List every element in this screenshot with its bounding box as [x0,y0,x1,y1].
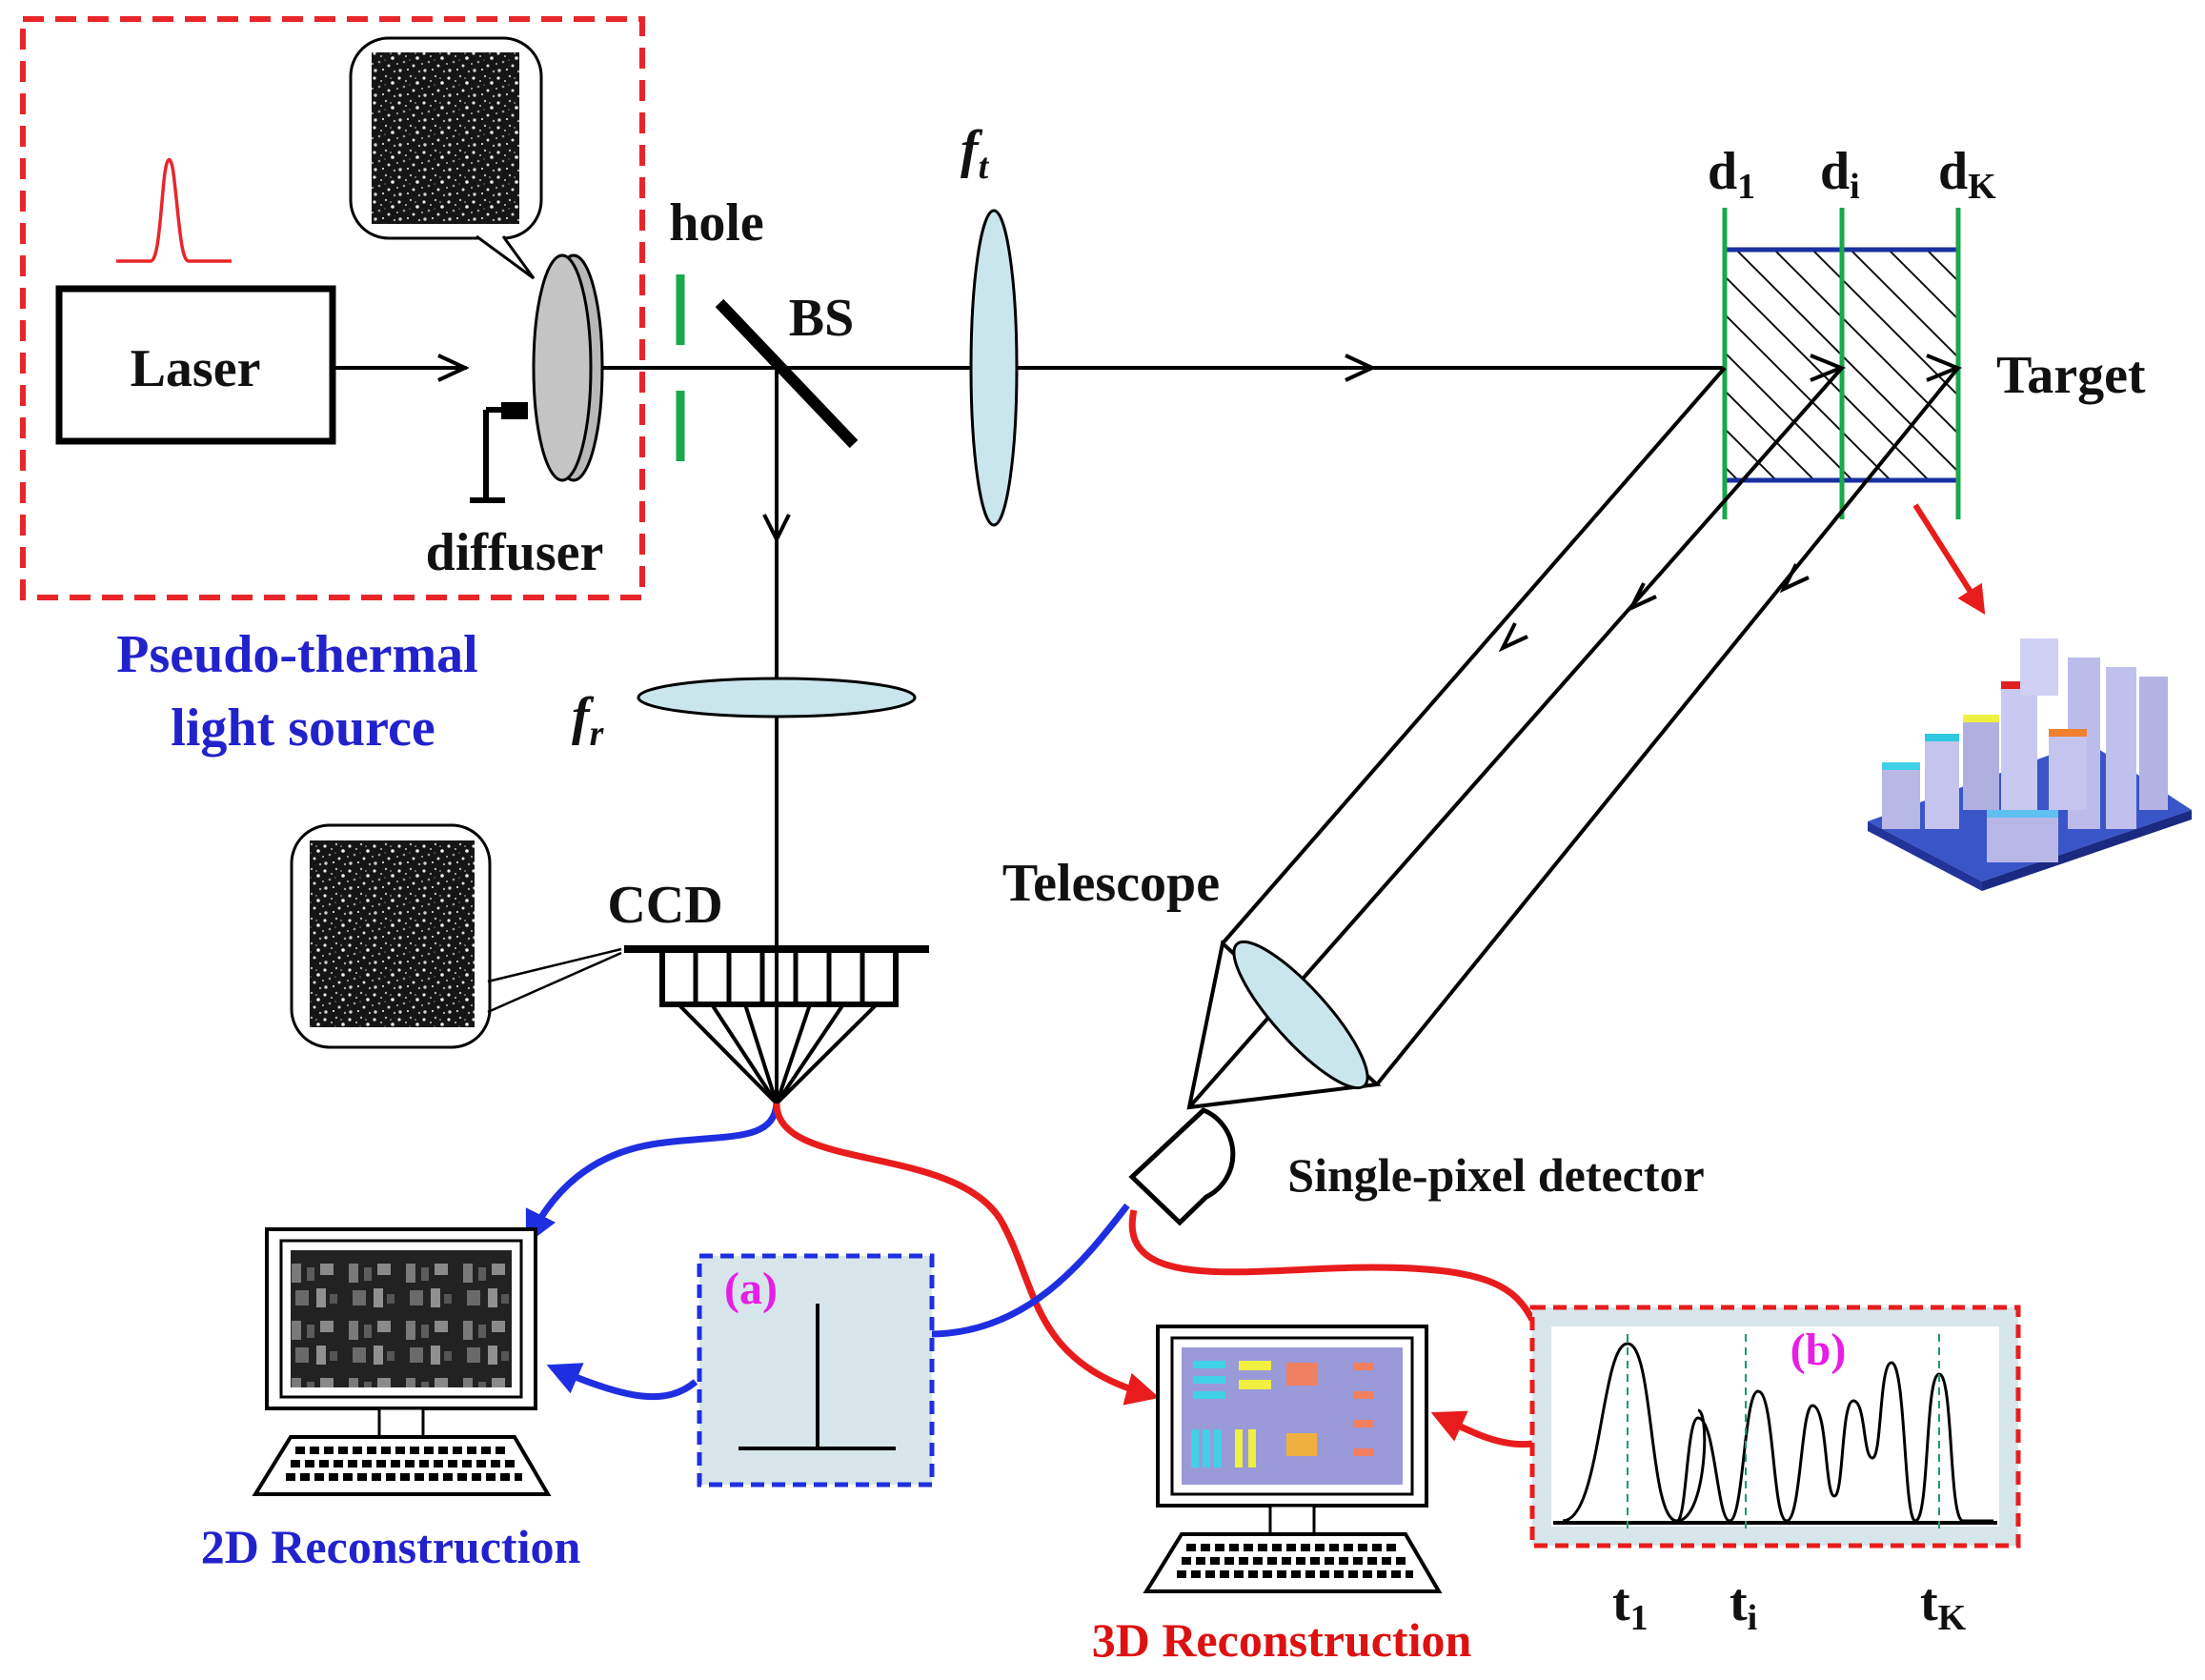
red-cable-b-to-3d [1430,1410,1533,1448]
panel-a-label: (a) [724,1264,778,1314]
telescope-label: Telescope [1002,854,1220,913]
hole-label: hole [669,193,764,253]
pseudo-thermal-source-box [20,16,645,600]
target-to-3d-arrow [1912,503,1986,616]
speckle-pattern-icon [372,52,519,224]
return-beam-d1 [1221,366,1727,945]
red-cable-ccd-to-3d [773,1103,1160,1406]
beam-arrow-icon [437,354,470,382]
ft-label: ft [961,120,990,187]
panel-b-plot-area [1551,1326,1999,1527]
beam-arrow-icon [1627,582,1657,613]
dk-label: dK [1938,142,1996,207]
computer-2d-icon [252,1227,552,1496]
blue-cable-detector-to-a [928,1203,1130,1338]
pseudo-thermal-label-line1: Pseudo-thermal [116,625,478,684]
speckle-pattern-icon [310,840,475,1027]
delta-signal-icon [738,1304,896,1450]
fr-label: fr [572,687,605,754]
recon-3d-label: 3D Reconstruction [1092,1613,1472,1667]
tk-label: tK [1920,1573,1967,1638]
diffuser-label: diffuser [426,523,604,582]
diffuser-mount-icon [470,407,526,503]
red-cable-detector-to-b [1128,1209,1536,1322]
beam-arrow-icon [762,514,791,544]
bs-label: BS [789,289,855,348]
lens-ft [969,209,1019,527]
lens-fr [637,677,917,719]
target-label: Target [1996,346,2146,405]
callout-pointer [475,234,536,280]
callout-pointer [487,947,622,1014]
panel-b-signal-trace [1562,1342,1993,1523]
return-beam-dk [1375,366,1960,1086]
ccd-bundle [677,1002,879,1105]
3d-object-icon [1868,638,2192,891]
blue-cable-a-to-2d [546,1363,698,1401]
ccd-pixels [659,946,899,1007]
ccd-pixel-dividers [693,949,865,1004]
t1-label: t1 [1612,1573,1649,1638]
beam-arrow-icon [1498,622,1528,653]
panel-b-label: (b) [1790,1325,1847,1375]
single-pixel-detector [1128,1107,1236,1226]
laser-label: Laser [131,339,261,398]
computer-3d-icon [1143,1325,1443,1593]
telescope-lens [1232,940,1369,1090]
di-label: di [1820,142,1860,207]
beam-arrow-icon [1345,354,1377,382]
d1-label: d1 [1708,142,1755,207]
ccd-label: CCD [607,876,722,935]
single-pixel-detector-label: Single-pixel detector [1287,1148,1704,1202]
pseudo-thermal-label-line2: light source [171,698,435,758]
beam-splitter [715,298,859,449]
diffuser-mount-clamp [501,402,528,419]
diffuser-disc [532,253,593,482]
laser-pulse-icon [116,158,232,263]
blue-cable-ccd-to-2d [525,1103,780,1245]
recon-2d-label: 2D Reconstruction [201,1520,581,1573]
laser-box [55,285,336,445]
ti-label: ti [1730,1573,1757,1638]
beam-arrow-icon [1779,563,1810,594]
2d-reconstructed-image [291,1250,512,1387]
